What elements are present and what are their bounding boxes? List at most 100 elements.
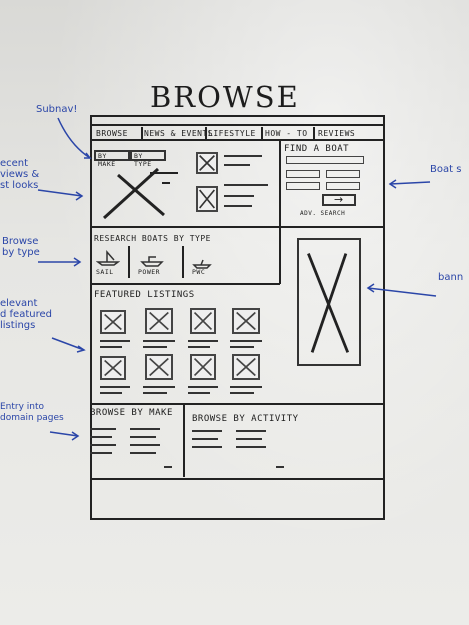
- activity-link[interactable]: [192, 430, 222, 432]
- tab-separator: [261, 127, 263, 139]
- search-input[interactable]: [286, 156, 364, 164]
- subtab-by-make-label: BY MAKE: [98, 152, 116, 168]
- section-divider: [92, 283, 280, 285]
- annotation-banner: bann: [438, 272, 464, 283]
- header-divider: [92, 124, 383, 126]
- text-line: [230, 346, 254, 348]
- page-title: BROWSE: [150, 80, 300, 114]
- text-line: [224, 155, 262, 157]
- recent-review-thumb[interactable]: [196, 152, 218, 174]
- text-line: [100, 392, 122, 394]
- hero-image-placeholder[interactable]: [100, 163, 180, 221]
- activity-link[interactable]: [192, 446, 222, 448]
- filter-field[interactable]: [286, 182, 320, 190]
- featured-listing-thumb[interactable]: [232, 308, 260, 334]
- column-divider: [183, 405, 185, 477]
- featured-listing-thumb[interactable]: [145, 308, 173, 334]
- power-boat-icon[interactable]: [140, 252, 164, 267]
- text-line: [143, 392, 167, 394]
- arrow-subnav: [57, 117, 91, 159]
- text-line: [100, 346, 122, 348]
- more-link[interactable]: [164, 466, 172, 468]
- browse-by-activity-title: BROWSE BY ACTIVITY: [192, 414, 299, 424]
- text-line: [230, 386, 262, 388]
- type-separator: [182, 246, 184, 278]
- tab-separator: [313, 127, 315, 139]
- text-line: [224, 164, 250, 166]
- subtab-by-type[interactable]: BY TYPE: [130, 150, 166, 168]
- featured-listing-thumb[interactable]: [190, 354, 216, 380]
- activity-link[interactable]: [236, 430, 266, 432]
- column-divider: [279, 139, 281, 284]
- text-line: [188, 340, 218, 342]
- make-link[interactable]: [90, 444, 116, 446]
- tab-how-to[interactable]: HOW - TO: [265, 129, 308, 138]
- tab-browse[interactable]: BROWSE: [96, 129, 128, 138]
- text-line: [188, 386, 218, 388]
- filter-field[interactable]: [286, 170, 320, 178]
- make-link[interactable]: [90, 428, 116, 430]
- more-link[interactable]: [276, 466, 284, 468]
- sail-icon[interactable]: [95, 250, 121, 266]
- make-link[interactable]: [90, 452, 112, 454]
- arrow-right-icon: →: [334, 193, 344, 206]
- find-a-boat-title: FIND A BOAT: [284, 144, 350, 154]
- annotation-subnav: Subnav!: [36, 104, 78, 115]
- make-link[interactable]: [90, 436, 112, 438]
- tab-news-events[interactable]: NEWS & EVENTS: [144, 129, 214, 138]
- nav-bottom-divider: [92, 139, 383, 141]
- activity-link[interactable]: [192, 438, 218, 440]
- pwc-icon[interactable]: [192, 254, 212, 269]
- filter-field[interactable]: [326, 182, 360, 190]
- featured-listing-thumb[interactable]: [190, 308, 216, 334]
- type-sail-label[interactable]: SAIL: [96, 268, 114, 276]
- subtab-by-type-label: BY TYPE: [134, 152, 152, 168]
- browse-by-make-title: BROWSE BY MAKE: [90, 408, 173, 418]
- text-line: [224, 205, 252, 207]
- footer-divider: [92, 478, 383, 480]
- text-line: [143, 340, 175, 342]
- subtab-by-make[interactable]: BY MAKE: [94, 150, 130, 168]
- text-line: [100, 386, 130, 388]
- type-power-label[interactable]: POWER: [138, 268, 161, 276]
- activity-link[interactable]: [236, 438, 262, 440]
- text-line: [188, 346, 210, 348]
- recent-review-thumb[interactable]: [196, 186, 218, 212]
- featured-listing-thumb[interactable]: [232, 354, 260, 380]
- featured-listing-thumb[interactable]: [100, 310, 126, 334]
- banner-ad[interactable]: [297, 238, 361, 366]
- text-line: [143, 386, 175, 388]
- research-title: RESEARCH BOATS BY TYPE: [94, 234, 211, 243]
- text-line: [230, 340, 262, 342]
- annotation-relevant: elevant d featured listings: [0, 298, 52, 331]
- tab-separator: [141, 127, 143, 139]
- make-link[interactable]: [130, 444, 160, 446]
- featured-listing-thumb[interactable]: [100, 356, 126, 380]
- text-line: [224, 184, 268, 186]
- tab-separator: [205, 127, 207, 139]
- filter-field[interactable]: [326, 170, 360, 178]
- search-button[interactable]: →: [322, 193, 356, 206]
- annotation-recent: ecent views & st looks: [0, 158, 40, 191]
- text-line: [100, 340, 130, 342]
- wireframe-page: [90, 115, 385, 520]
- type-separator: [128, 246, 130, 278]
- type-pwc-label[interactable]: PWC: [192, 268, 206, 276]
- make-link[interactable]: [130, 436, 156, 438]
- adv-search-link[interactable]: ADV. SEARCH: [300, 210, 346, 217]
- section-divider: [92, 403, 383, 405]
- text-line: [143, 346, 167, 348]
- section-divider: [92, 226, 383, 228]
- featured-listing-thumb[interactable]: [145, 354, 173, 380]
- annotation-boat-search: Boat s: [430, 164, 462, 175]
- tab-lifestyle[interactable]: LIFESTYLE: [208, 129, 256, 138]
- tab-reviews[interactable]: REVIEWS: [318, 129, 356, 138]
- text-line: [230, 392, 254, 394]
- activity-link[interactable]: [236, 446, 266, 448]
- featured-title: FEATURED LISTINGS: [94, 290, 195, 300]
- text-line: [188, 392, 210, 394]
- text-line: [224, 195, 254, 197]
- make-link[interactable]: [130, 452, 156, 454]
- make-link[interactable]: [130, 428, 160, 430]
